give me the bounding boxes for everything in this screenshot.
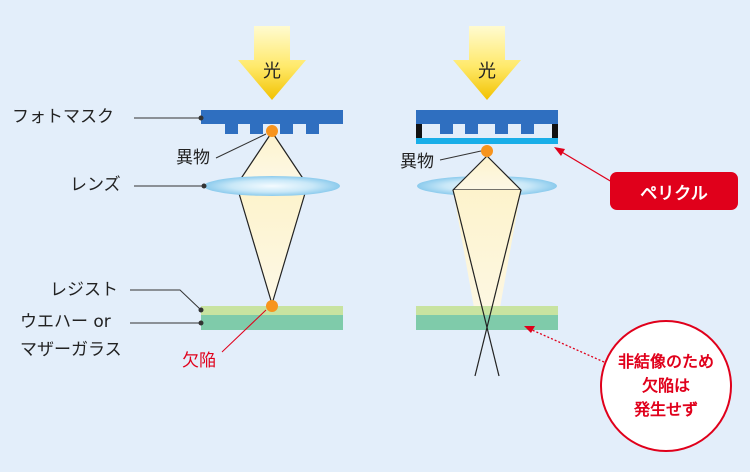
wafer-layer-right	[416, 315, 558, 330]
light-arrow-right	[453, 26, 521, 100]
defect-label: 欠陥	[182, 351, 216, 371]
photomask-label: フォトマスク	[12, 107, 114, 127]
wafer-label-line1: ウエハー or	[20, 312, 111, 332]
pellicle-arrowhead	[554, 147, 565, 156]
pellicle-badge: ペリクル	[610, 172, 738, 210]
particle-left	[266, 125, 278, 137]
defect-dot	[266, 300, 278, 312]
note-line-2: 欠陥は	[641, 376, 690, 395]
pellicle-film	[416, 138, 558, 144]
pellicle-arrow	[559, 150, 613, 183]
rays-right	[452, 189, 522, 377]
wafer-layer-left	[201, 315, 343, 330]
photomask-left	[201, 110, 343, 134]
beam-lower-left	[237, 189, 307, 305]
leader-particle-right	[439, 150, 482, 161]
light-arrow-left	[238, 26, 306, 100]
resist-layer-right	[416, 306, 558, 315]
beam-upper-right	[452, 155, 522, 191]
particle-label-left: 異物	[176, 148, 210, 168]
note-line-3: 発生せず	[633, 400, 698, 419]
lens-left	[204, 176, 340, 196]
resist-label: レジスト	[50, 280, 118, 300]
light-label-left: 光	[263, 61, 281, 82]
note-line-1: 非結像のため	[617, 352, 714, 371]
particle-label-right: 異物	[400, 152, 434, 172]
beam-upper-left	[237, 131, 307, 184]
lens-label: レンズ	[70, 175, 121, 195]
note-arrowhead	[524, 326, 535, 333]
no-defect-note: 非結像のため 欠陥は 発生せず	[600, 320, 732, 452]
light-label-right: 光	[478, 61, 496, 82]
note-arrow	[531, 329, 605, 363]
wafer-label-line2: マザーガラス	[20, 340, 122, 360]
beam-lower-right	[453, 190, 521, 330]
leader-resist	[130, 289, 202, 311]
leader-defect	[221, 309, 267, 353]
photomask-right	[416, 110, 558, 138]
particle-right	[481, 145, 493, 157]
leader-particle-left	[215, 133, 267, 159]
